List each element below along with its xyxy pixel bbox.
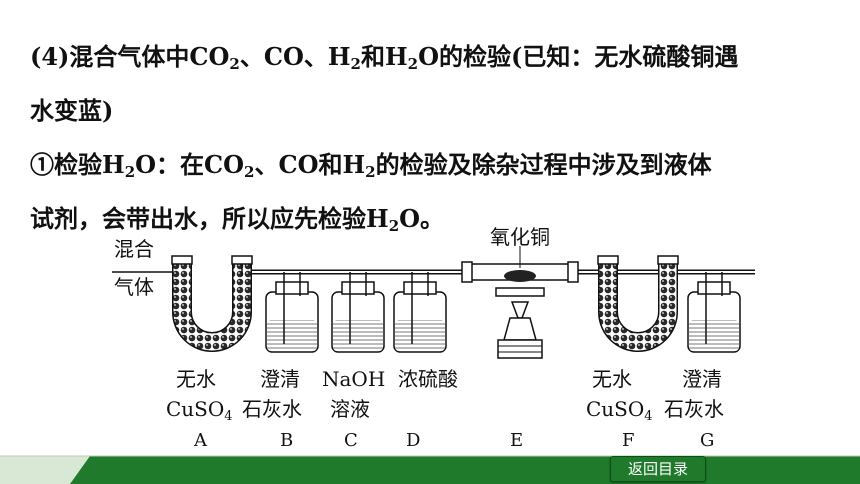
bottle-b [265, 272, 319, 353]
letter-f: F [622, 430, 635, 451]
label-b-line-2: 石灰水 [242, 397, 302, 421]
label-c-line-1: NaOH [322, 367, 385, 391]
inlet-label-2: 气体 [114, 275, 154, 299]
label-f-line-2: CuSO4 [586, 397, 653, 424]
letter-e: E [510, 430, 523, 451]
label-f-line-1: 无水 [592, 367, 632, 391]
letter-g: G [700, 430, 714, 451]
bottle-g [687, 272, 741, 353]
paragraph-1-line-1: (4)混合气体中CO2、CO、H2和H2O的检验(已知：无水硫酸铜遇 [30, 42, 739, 73]
letter-c: C [344, 430, 358, 451]
inlet-label-1: 混合 [114, 237, 154, 261]
return-to-contents-button[interactable]: 返回目录 [610, 456, 706, 482]
copper-oxide-label: 氧化铜 [490, 225, 550, 249]
bottle-d [393, 272, 447, 353]
footer-bar [0, 455, 860, 484]
label-a-line-2: CuSO4 [166, 397, 233, 424]
label-d-line-1: 浓硫酸 [398, 367, 458, 391]
letter-b: B [280, 430, 293, 451]
paragraph-1-line-2: 水变蓝) [30, 96, 114, 125]
label-g-line-1: 澄清 [682, 367, 722, 391]
text-content: (4)混合气体中CO2、CO、H2和H2O的检验(已知：无水硫酸铜遇 水变蓝) … [30, 30, 840, 246]
label-b-line-1: 澄清 [260, 367, 300, 391]
heated-tube-e [461, 246, 579, 359]
label-c-line-2: 溶液 [330, 397, 370, 421]
paragraph-2-line-2: 试剂，会带出水，所以应先检验H2O。 [30, 204, 445, 235]
u-tube-f [597, 255, 679, 352]
label-g-line-2: 石灰水 [664, 397, 724, 421]
letter-d: D [406, 430, 420, 451]
u-tube-a [171, 255, 253, 352]
paragraph-2-line-1: ①检验H2O：在CO2、CO和H2的检验及除杂过程中涉及到液体 [30, 150, 712, 181]
bottle-c [331, 272, 385, 353]
label-a-line-1: 无水 [176, 367, 216, 391]
apparatus-diagram: 混合 气体 [112, 225, 755, 451]
letter-a: A [193, 430, 208, 451]
